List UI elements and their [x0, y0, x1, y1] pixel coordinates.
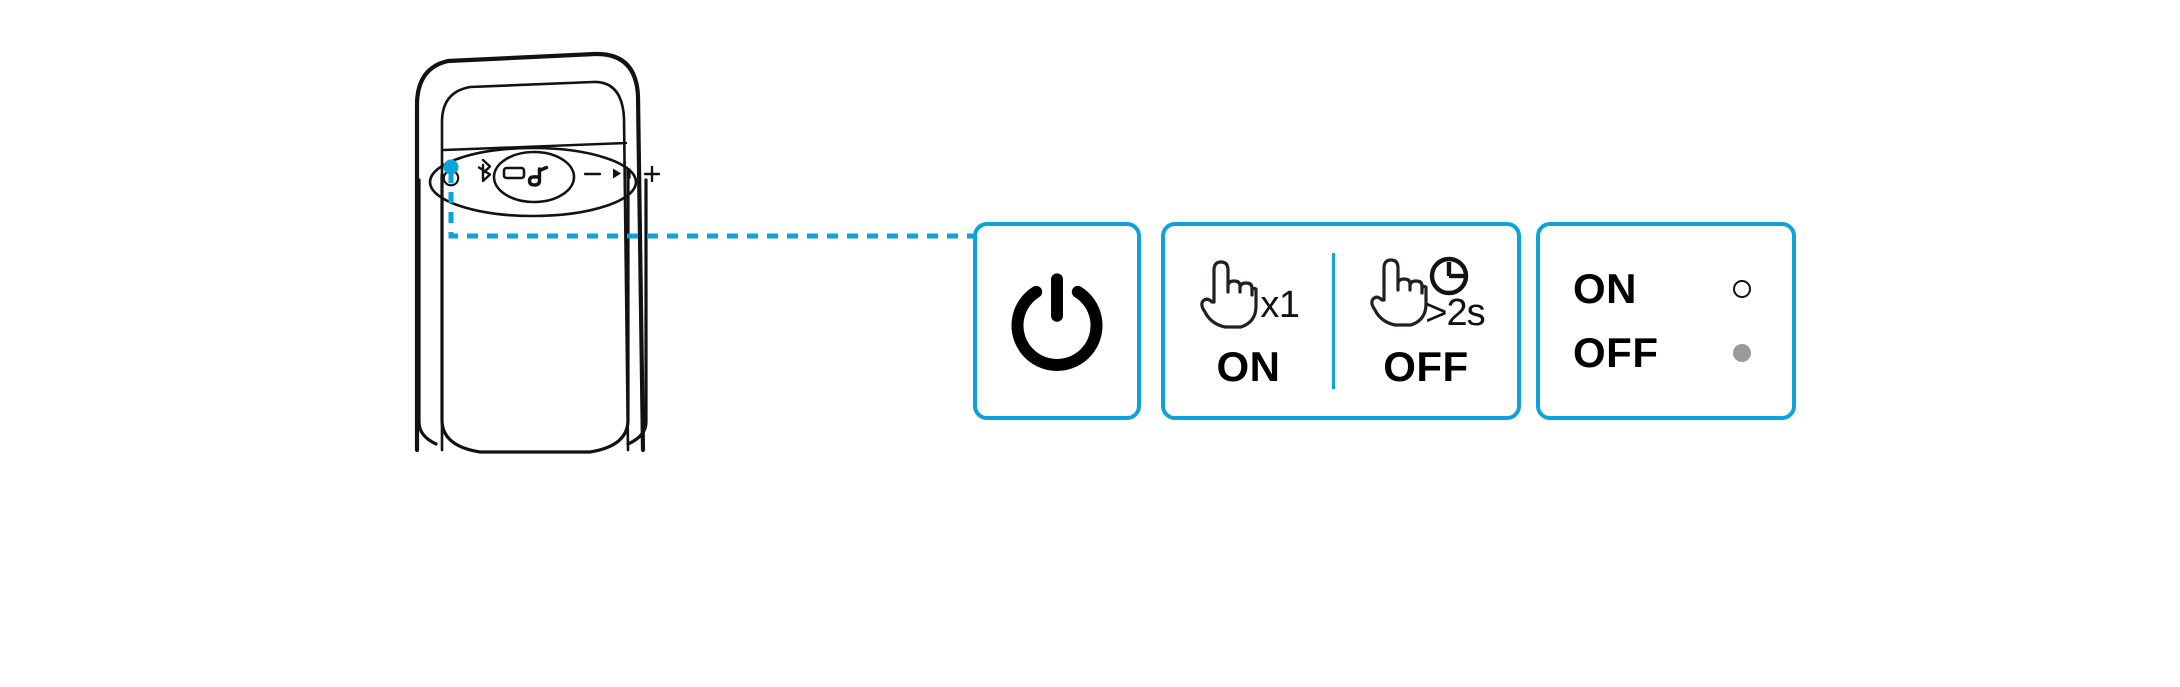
led-indicator-hollow-icon	[1733, 280, 1751, 298]
product-illustration	[400, 30, 740, 470]
soundcore-logo-icon[interactable]	[527, 165, 549, 187]
clock-icon	[1430, 256, 1469, 296]
gesture-result-state: OFF	[1383, 343, 1469, 390]
led-state-label: ON	[1573, 265, 1637, 312]
speaker-strap-outline	[414, 51, 646, 453]
gesture-tap-count: x1	[1260, 284, 1300, 326]
led-state-row: OFF	[1573, 332, 1759, 374]
control-panel-oval	[428, 146, 638, 218]
gesture-press-duration: >2s	[1425, 292, 1485, 334]
speaker-strap-left-edge	[417, 178, 438, 446]
speaker-strap-right-edge	[626, 178, 648, 446]
gesture-long-press: >2s OFF	[1353, 254, 1498, 388]
led-state-row: ON	[1573, 268, 1759, 310]
speaker-line-drawing	[414, 51, 661, 454]
hand-tap-icon	[1370, 258, 1428, 327]
led-state-label: OFF	[1573, 329, 1659, 376]
hand-tap-icon	[1200, 260, 1258, 329]
callout-led-states: ON OFF	[1536, 222, 1796, 420]
power-icon[interactable]	[442, 163, 460, 187]
gesture-divider	[1331, 253, 1335, 389]
speaker-strap-inner	[440, 80, 630, 452]
callout-power-symbol	[973, 222, 1141, 420]
led-state-table: ON OFF	[1563, 268, 1769, 374]
gesture-result-state: ON	[1216, 343, 1281, 390]
speaker-body-outline	[440, 168, 630, 454]
power-icon	[1011, 273, 1103, 371]
bluetooth-icon[interactable]	[477, 158, 492, 183]
speaker-body-top-edge	[442, 141, 628, 152]
gesture-single-tap: x1 ON	[1183, 254, 1313, 388]
callout-gesture-actions: x1 ON >2s OFF	[1161, 222, 1521, 420]
battery-icon[interactable]	[502, 166, 526, 180]
led-indicator-filled-icon	[1733, 344, 1751, 362]
